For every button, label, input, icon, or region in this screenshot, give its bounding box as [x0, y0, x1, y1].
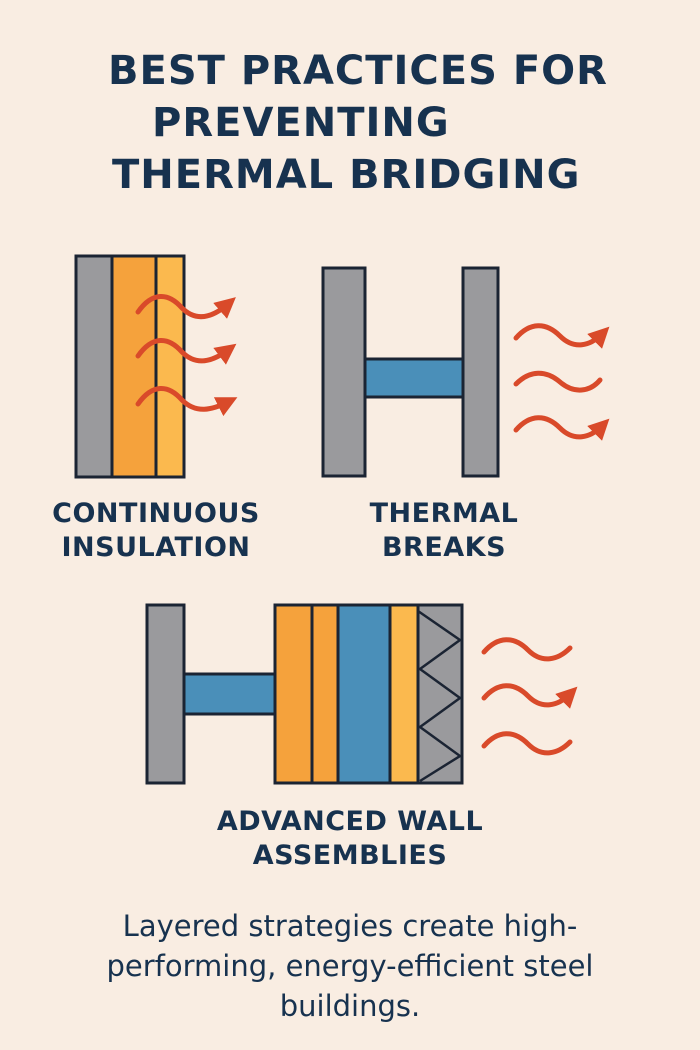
title-line-3: THERMAL BRIDGING	[112, 152, 581, 198]
title-line-2: PREVENTING	[152, 100, 450, 146]
caption-line: buildings.	[279, 989, 421, 1023]
label-line: ADVANCED WALL	[216, 806, 484, 837]
label-line: THERMAL	[369, 498, 519, 529]
insulation-layer-outer	[110, 254, 158, 479]
steel-flange-left	[321, 266, 367, 478]
insulation-layer	[310, 603, 340, 785]
label-line: CONTINUOUS	[52, 498, 260, 529]
advanced-wall-diagram	[145, 603, 578, 785]
steel-flange-right	[461, 266, 500, 478]
label-continuous-insulation: CONTINUOUS INSULATION	[26, 497, 286, 565]
heat-waves	[481, 637, 578, 756]
label-line: BREAKS	[381, 532, 507, 563]
continuous-insulation-diagram	[74, 254, 238, 479]
caption-line: performing, energy-efficient steel	[106, 949, 594, 983]
heat-arrow-icon	[135, 338, 237, 365]
heat-arrow-icon	[481, 683, 578, 709]
heat-arrow-icon	[135, 386, 238, 417]
heat-arrow-icon	[135, 294, 236, 320]
thermal-break-layer	[336, 603, 392, 785]
insulation-layer-inner	[154, 254, 186, 479]
thermal-break-pad	[363, 357, 465, 399]
label-line: INSULATION	[61, 532, 251, 563]
label-advanced-wall-assemblies: ADVANCED WALL ASSEMBLIES	[190, 805, 510, 873]
heat-arrow-icon	[513, 323, 610, 349]
heat-wave-icon	[481, 731, 573, 756]
heat-wave-icon	[481, 637, 573, 662]
insulation-layer-light	[388, 603, 420, 785]
insulation-layer	[273, 603, 314, 785]
zigzag-batt-insulation	[417, 609, 463, 783]
label-thermal-breaks: THERMAL BREAKS	[334, 497, 554, 565]
heat-wave-icon	[513, 370, 603, 393]
caption: Layered strategies create high- performi…	[40, 906, 660, 1026]
thermal-break-pad	[182, 672, 277, 716]
label-line: ASSEMBLIES	[252, 840, 448, 871]
caption-line: Layered strategies create high-	[122, 909, 578, 943]
heat-waves	[513, 323, 610, 441]
heat-arrows	[135, 294, 238, 417]
heat-arrow-icon	[513, 415, 610, 441]
thermal-breaks-diagram	[321, 266, 610, 478]
steel-flange	[145, 603, 186, 785]
title-line-1: BEST PRACTICES FOR	[108, 48, 608, 94]
steel-stud	[74, 254, 114, 479]
